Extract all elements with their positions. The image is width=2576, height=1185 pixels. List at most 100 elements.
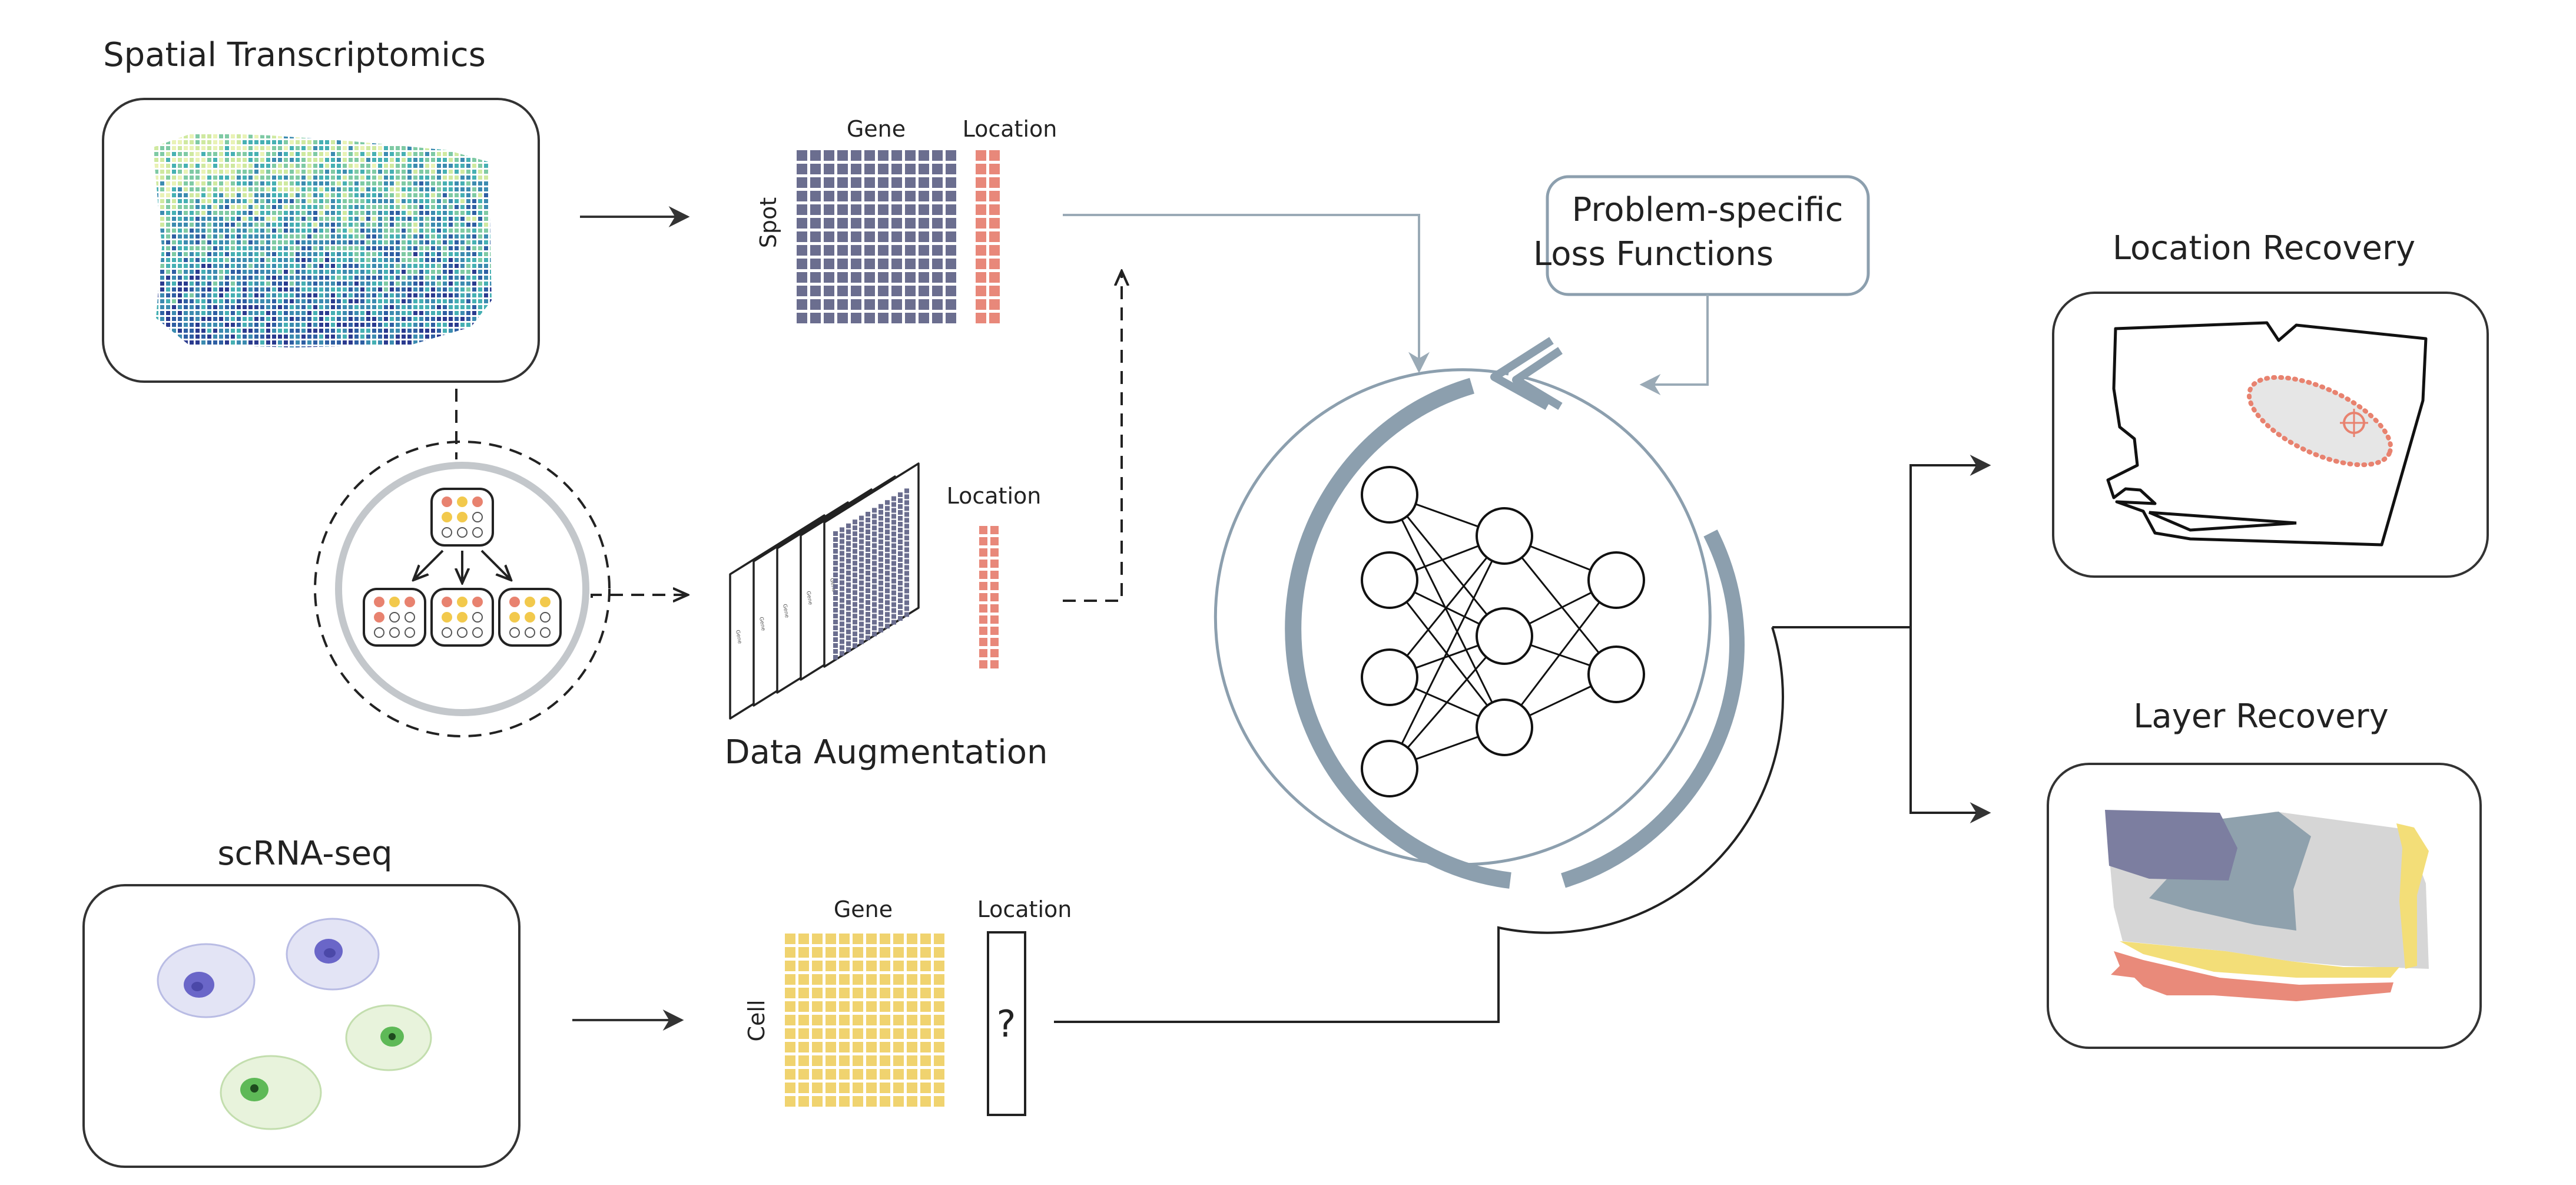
spot bbox=[260, 134, 264, 138]
matrix-cell bbox=[840, 633, 844, 638]
spot bbox=[443, 158, 447, 162]
spot bbox=[284, 211, 288, 215]
spot bbox=[195, 205, 200, 209]
spot bbox=[166, 323, 170, 327]
spot bbox=[437, 323, 441, 327]
spot bbox=[402, 234, 406, 239]
spot bbox=[490, 270, 492, 274]
spot bbox=[219, 152, 223, 156]
spot bbox=[390, 311, 394, 315]
spot bbox=[278, 134, 282, 138]
spot bbox=[290, 317, 294, 321]
spot-label: Spot bbox=[755, 197, 781, 248]
spot bbox=[478, 305, 482, 309]
spot bbox=[243, 205, 247, 209]
spot bbox=[455, 282, 459, 286]
matrix-cell bbox=[878, 299, 888, 310]
spot bbox=[384, 170, 388, 174]
spot bbox=[472, 234, 476, 239]
spot bbox=[466, 240, 470, 244]
matrix-cell bbox=[851, 231, 861, 242]
matrix-cell bbox=[872, 519, 877, 525]
spot bbox=[337, 252, 341, 256]
spot bbox=[413, 176, 417, 180]
spot bbox=[378, 282, 382, 286]
spot bbox=[478, 217, 482, 221]
spot bbox=[325, 293, 329, 297]
matrix-cell bbox=[885, 588, 890, 594]
spot bbox=[178, 293, 182, 297]
tile-dot bbox=[540, 627, 551, 638]
spot bbox=[372, 340, 376, 345]
matrix-cell bbox=[785, 1083, 795, 1093]
spot bbox=[402, 146, 406, 150]
spot bbox=[455, 164, 459, 168]
tile-dot bbox=[405, 597, 415, 607]
spot bbox=[384, 258, 388, 262]
spot bbox=[166, 205, 170, 209]
spot bbox=[301, 346, 306, 347]
matrix-cell bbox=[864, 259, 875, 269]
spot bbox=[319, 305, 323, 309]
spot bbox=[278, 287, 282, 292]
matrix-cell bbox=[872, 549, 877, 554]
matrix-cell bbox=[878, 150, 888, 161]
spot bbox=[413, 270, 417, 274]
spot bbox=[219, 187, 223, 191]
spot bbox=[219, 311, 223, 315]
matrix-cell bbox=[846, 582, 851, 587]
tile-dot bbox=[442, 597, 452, 607]
spot bbox=[184, 329, 188, 333]
matrix-cell bbox=[932, 231, 943, 242]
spot bbox=[278, 246, 282, 250]
spot bbox=[443, 264, 447, 268]
spot bbox=[184, 240, 188, 244]
spot bbox=[301, 217, 306, 221]
matrix-cell bbox=[893, 988, 904, 998]
spot bbox=[360, 193, 364, 197]
spot bbox=[219, 264, 223, 268]
spot bbox=[313, 217, 317, 221]
matrix-cell bbox=[825, 934, 836, 944]
spot bbox=[437, 187, 441, 191]
spot bbox=[201, 223, 205, 227]
spot bbox=[190, 229, 194, 233]
spot bbox=[243, 323, 247, 327]
spot bbox=[243, 252, 247, 256]
spot bbox=[154, 176, 158, 180]
spot bbox=[407, 305, 412, 309]
spot bbox=[160, 282, 164, 286]
spot bbox=[201, 293, 205, 297]
spot bbox=[266, 270, 270, 274]
spot bbox=[325, 234, 329, 239]
spot bbox=[225, 193, 229, 197]
spot bbox=[478, 282, 482, 286]
spot bbox=[425, 170, 429, 174]
matrix-cell bbox=[880, 1069, 890, 1080]
spot bbox=[372, 199, 376, 203]
spot bbox=[449, 187, 453, 191]
spot bbox=[243, 305, 247, 309]
tile-dot bbox=[374, 612, 384, 623]
spot bbox=[366, 205, 370, 209]
spot bbox=[478, 234, 482, 239]
spot bbox=[484, 258, 488, 262]
spot bbox=[213, 264, 217, 268]
spot bbox=[396, 164, 400, 168]
spot bbox=[354, 246, 359, 250]
matrix-cell bbox=[853, 947, 863, 958]
spot bbox=[319, 223, 323, 227]
spot bbox=[366, 146, 370, 150]
arrow-aug-to-training bbox=[1063, 271, 1122, 602]
spot bbox=[484, 193, 488, 197]
spot bbox=[478, 276, 482, 280]
spot bbox=[407, 181, 412, 186]
spot bbox=[349, 205, 353, 209]
spot bbox=[172, 246, 176, 250]
spot bbox=[296, 205, 300, 209]
matrix-cell bbox=[893, 947, 904, 958]
matrix-cell bbox=[866, 600, 870, 605]
spot bbox=[402, 317, 406, 321]
